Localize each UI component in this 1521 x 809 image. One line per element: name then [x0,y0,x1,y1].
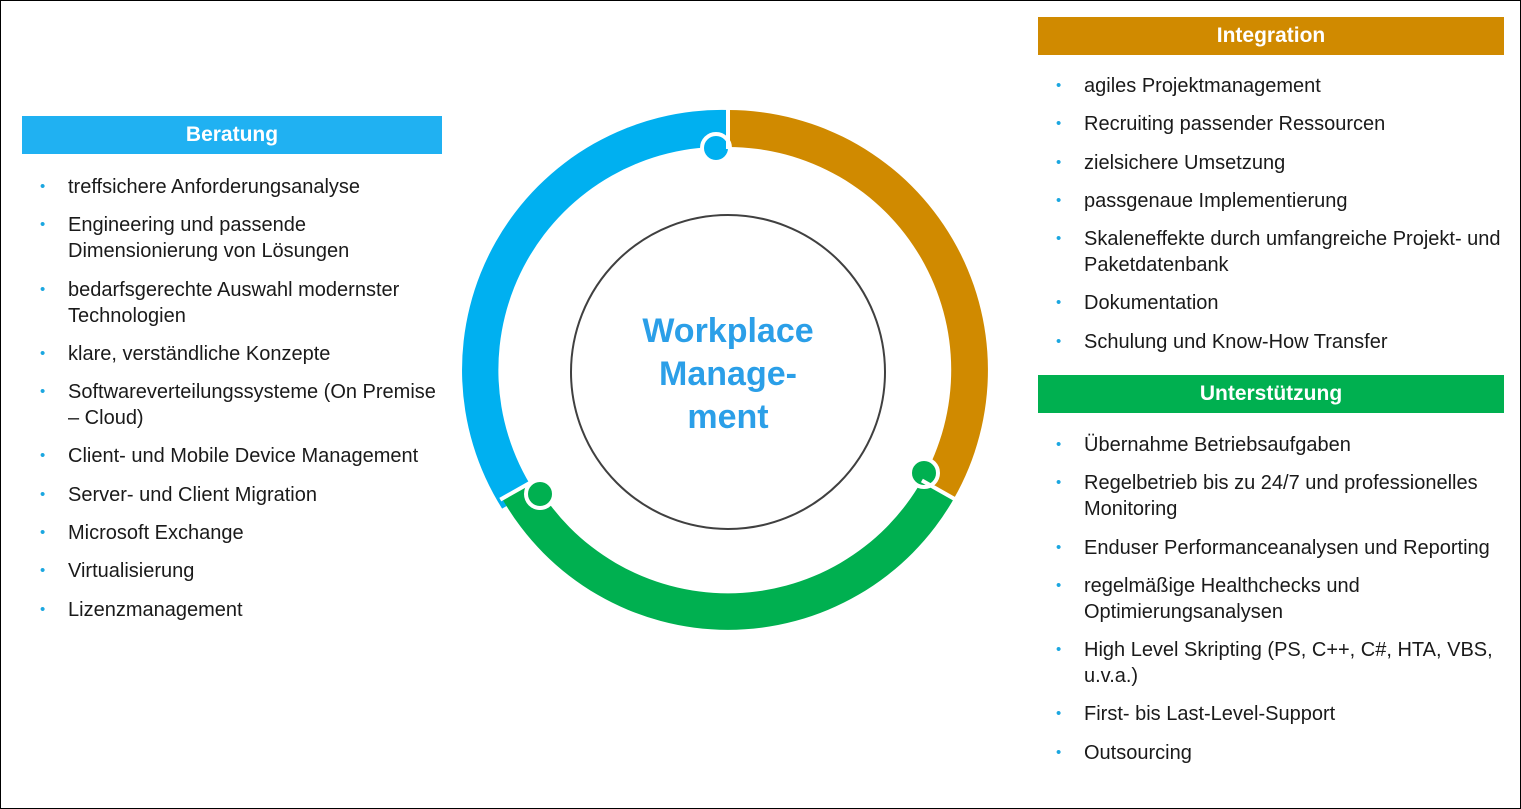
bullet-icon: • [40,562,46,580]
bullet-icon: • [1056,474,1062,492]
list-item: • First- bis Last-Level-Support [1038,701,1504,727]
list-item: • klare, verständliche Konzepte [22,341,442,367]
list-item-text: Microsoft Exchange [68,522,244,545]
bullet-icon: • [40,524,46,542]
bullet-icon: • [1056,436,1062,453]
puzzle-knob-left [524,478,556,510]
bullet-icon: • [1056,294,1062,312]
list-item-text: High Level Skripting (PS, C++, C#, HTA, … [1084,639,1493,688]
bullet-icon: • [40,447,46,465]
list-item: • Outsourcing [1038,740,1504,766]
engineering-segment [462,109,728,509]
list-item: • Schulung und Know-How Transfer [1038,329,1504,355]
beratung-header: Beratung [22,116,442,154]
list-item-text: agiles Projektmanagement [1084,75,1321,97]
bullet-icon: • [40,600,46,618]
bullet-icon: • [40,280,46,298]
list-item-text: Server- und Client Migration [68,483,317,506]
projekte-segment [728,110,988,499]
list-item: • Regelbetrieb bis zu 24/7 und profession… [1038,470,1504,522]
bullet-icon: • [1056,191,1062,209]
list-item: • Server- und Client Migration [22,482,442,508]
bullet-icon: • [1056,705,1062,723]
list-item-text: First- bis Last-Level-Support [1084,703,1336,726]
list-item-text: passgenaue Implementierung [1084,189,1348,212]
list-item: • Lizenzmanagement [22,597,442,623]
list-item: • treffsichere Anforderungsanalyse [22,174,442,200]
list-item-text: klare, verständliche Konzepte [68,342,331,365]
list-item-text: Skaleneffekte durch umfangreiche Projekt… [1084,228,1501,277]
workplace-cycle-diagram: Engineering Projekte Maintenance Workpla… [462,108,988,630]
bullet-icon: • [40,178,46,195]
list-item-text: Client- und Mobile Device Management [68,445,419,468]
bullet-icon: • [40,485,46,503]
list-item: • Softwareverteilungssysteme (On Premise … [22,379,442,431]
center-title-line-1: Workplace [642,312,813,350]
bullet-icon: • [1056,153,1062,171]
list-item: • Microsoft Exchange [22,520,442,546]
list-item: • zielsichere Umsetzung [1038,150,1504,176]
bullet-icon: • [1056,230,1062,248]
unterstuetzung-list: • Übernahme Betriebsaufgaben • Regelbetrieb… [1038,432,1504,766]
list-item-text: Engineering und passende Dimensionierung… [68,214,350,263]
list-item-text: Recruiting passender Ressourcen [1084,113,1386,136]
list-item: • High Level Skripting (PS, C++, C#, HTA,… [1038,637,1504,689]
list-item-text: Softwareverteilungssysteme (On Premise –… [68,381,436,430]
list-item: • Dokumentation [1038,290,1504,316]
bullet-icon: • [40,344,46,362]
puzzle-knob-top [700,132,732,164]
maintenance-label: Maintenance [642,522,795,577]
integration-header: Integration [1038,17,1504,55]
center-circle [570,214,886,530]
list-item: • Engineering und passende Dimensionierun… [22,212,442,264]
list-item-text: Übernahme Betriebsaufgaben [1084,434,1351,456]
bullet-icon: • [1056,77,1062,94]
integration-panel: Integration • agiles Projektmanagement • Re… [1038,17,1504,367]
segment-divider-right [920,478,957,502]
list-item-text: zielsichere Umsetzung [1084,151,1286,174]
svg-text:Maintenance: Maintenance [642,522,795,577]
list-item: • Recruiting passender Ressourcen [1038,111,1504,137]
list-item-text: regelmäßige Healthchecks und Optimierung… [1084,574,1360,623]
maintenance-segment [502,480,954,630]
bullet-icon: • [1056,115,1062,133]
beratung-list: • treffsichere Anforderungsanalyse • Engine… [22,174,442,623]
bullet-icon: • [1056,332,1062,350]
center-title-line-3: ment [687,398,768,436]
list-item: • passgenaue Implementierung [1038,188,1504,214]
unterstuetzung-panel: Unterstützung • Übernahme Betriebsaufgabe… [1038,375,1504,778]
bullet-icon: • [1056,576,1062,594]
list-item-text: bedarfsgerechte Auswahl modernster Techn… [68,278,400,327]
segment-divider-left [499,478,536,502]
list-item-text: Virtualisierung [68,560,195,583]
list-item-text: Outsourcing [1084,741,1192,764]
bullet-icon: • [40,216,46,234]
bullet-icon: • [1056,641,1062,659]
list-item: • bedarfsgerechte Auswahl modernster Tech… [22,277,442,329]
bullet-icon: • [1056,538,1062,556]
list-item-text: Enduser Performanceanalysen und Reportin… [1084,536,1490,559]
bullet-icon: • [40,383,46,401]
list-item: • agiles Projektmanagement [1038,73,1504,99]
list-item: • Skaleneffekte durch umfangreiche Projek… [1038,226,1504,278]
list-item-text: Schulung und Know-How Transfer [1084,330,1388,353]
list-item: • Virtualisierung [22,558,442,584]
beratung-panel: Beratung • treffsichere Anforderungsanaly… [22,116,442,635]
center-title-line-2: Manage- [659,355,797,393]
list-item: • Übernahme Betriebsaufgaben [1038,432,1504,458]
list-item: • Enduser Performanceanalysen und Reporti… [1038,535,1504,561]
list-item: • Client- und Mobile Device Management [22,443,442,469]
integration-list: • agiles Projektmanagement • Recruiting pas… [1038,73,1504,355]
list-item: • regelmäßige Healthchecks und Optimierun… [1038,573,1504,625]
puzzle-knob-right [908,457,940,489]
list-item-text: treffsichere Anforderungsanalyse [68,176,361,198]
unterstuetzung-header: Unterstützung [1038,375,1504,413]
list-item-text: Dokumentation [1084,292,1219,315]
bullet-icon: • [1056,743,1062,761]
list-item-text: Lizenzmanagement [68,598,243,621]
list-item-text: Regelbetrieb bis zu 24/7 und professione… [1084,472,1478,521]
